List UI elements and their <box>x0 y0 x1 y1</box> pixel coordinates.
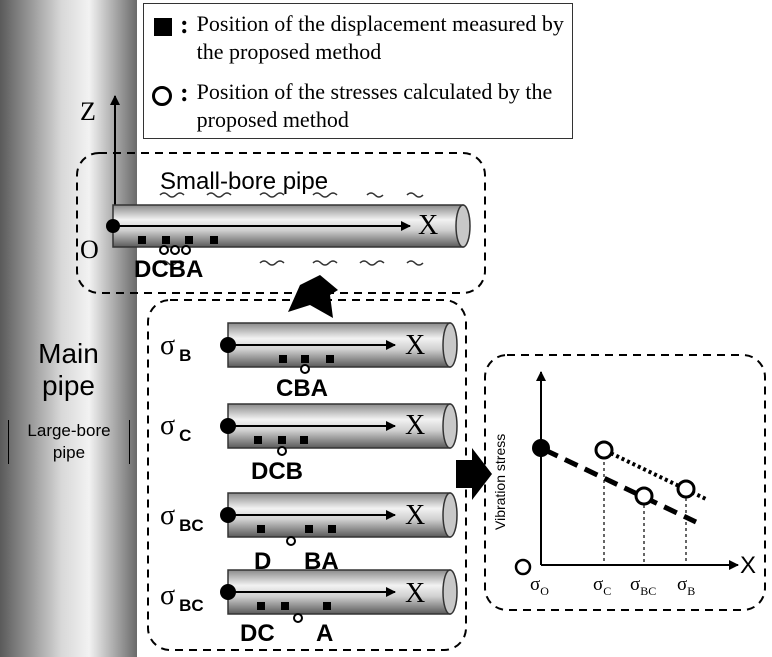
graph-point-origin <box>532 439 550 457</box>
large-bore-line2: pipe <box>52 443 86 462</box>
marker-square <box>257 602 265 610</box>
marker-square <box>305 525 313 533</box>
graph-point-c <box>594 440 614 460</box>
graph-tick-o: σO <box>530 574 549 598</box>
vibration-squiggles <box>159 192 424 266</box>
graph-dashed-box <box>484 354 766 611</box>
top-pipe-markers <box>138 236 218 255</box>
legend-box: : Position of the displacement measured … <box>143 3 573 139</box>
marker-square <box>138 236 146 244</box>
case-pipe-2 <box>220 403 458 456</box>
marker-square <box>185 236 193 244</box>
marker-circle <box>159 245 169 255</box>
graph-guide-lines <box>603 462 687 565</box>
graph-tick-bc: σBC <box>630 574 657 598</box>
main-pipe-line1: Main <box>38 338 99 369</box>
graph-tick-b: σB <box>677 574 696 598</box>
origin-dot <box>106 219 120 233</box>
graph-xlabel: X <box>740 552 757 579</box>
case-1-x-label: X <box>405 330 426 361</box>
main-pipe-label: Main pipe <box>0 338 137 402</box>
filled-square-icon <box>154 18 172 36</box>
marker-square <box>279 355 287 363</box>
marker-circle <box>170 245 180 255</box>
origin-label: O <box>80 235 99 264</box>
case-2-points: DCB <box>251 458 303 485</box>
case-4-points-right: A <box>316 620 334 647</box>
marker-circle <box>286 536 296 546</box>
legend-separator: : <box>180 10 189 39</box>
marker-square <box>254 436 262 444</box>
graph-ylabel: Vibration stress <box>492 433 508 530</box>
case-3-x-label: X <box>405 500 426 531</box>
marker-square <box>326 355 334 363</box>
main-pipe-line2: pipe <box>42 370 95 401</box>
down-arrow <box>288 275 338 318</box>
dashed-trend-line <box>543 447 698 525</box>
case-4-points-left: DC <box>240 620 275 647</box>
graph-axes <box>536 371 739 570</box>
marker-circle <box>300 364 310 374</box>
marker-square <box>300 436 308 444</box>
dotted-trend-line <box>599 446 709 502</box>
graph-point-b <box>676 479 696 499</box>
marker-square <box>281 602 289 610</box>
case-pipe-1 <box>220 322 458 374</box>
marker-square <box>301 355 309 363</box>
case-pipe-4 <box>220 569 458 623</box>
right-arrow <box>456 448 492 500</box>
main-pipe <box>0 0 137 657</box>
graph-tick-c: σC <box>593 574 612 598</box>
case-2-x-label: X <box>405 410 426 441</box>
legend-displacement-text: Position of the displacement measured by… <box>196 11 564 64</box>
marker-square <box>210 236 218 244</box>
marker-square <box>257 525 265 533</box>
graph-point-bc <box>634 486 654 506</box>
marker-square <box>162 236 170 244</box>
case-pipe-3 <box>220 492 458 546</box>
legend-stress-text: Position of the stresses calculated by t… <box>196 79 553 132</box>
small-bore-pipe <box>106 204 471 248</box>
marker-square <box>278 436 286 444</box>
small-bore-dashed-box <box>76 152 486 294</box>
marker-square <box>323 602 331 610</box>
marker-square <box>328 525 336 533</box>
case-3-points-right: BA <box>304 548 339 575</box>
marker-circle <box>293 613 303 623</box>
marker-circle <box>181 245 191 255</box>
small-bore-point-labels: DCBA <box>134 256 204 283</box>
small-bore-title: Small-bore pipe <box>160 168 329 195</box>
cases-dashed-box <box>147 299 467 651</box>
x-axis-label-top: X <box>418 210 439 241</box>
legend-row-stress: : Position of the stresses calculated by… <box>152 78 567 134</box>
case-4-x-label: X <box>405 578 426 609</box>
open-circle-icon <box>152 86 172 106</box>
case-3-points-left: D <box>254 548 272 575</box>
legend-row-displacement: : Position of the displacement measured … <box>152 10 567 66</box>
graph-point-o-open <box>514 558 532 576</box>
large-bore-label: Large-bore pipe <box>8 420 130 464</box>
case-1-points: CBA <box>276 375 328 402</box>
marker-circle <box>277 446 287 456</box>
z-axis-label: Z <box>80 97 96 126</box>
legend-separator: : <box>180 78 189 107</box>
large-bore-line1: Large-bore <box>27 421 111 440</box>
